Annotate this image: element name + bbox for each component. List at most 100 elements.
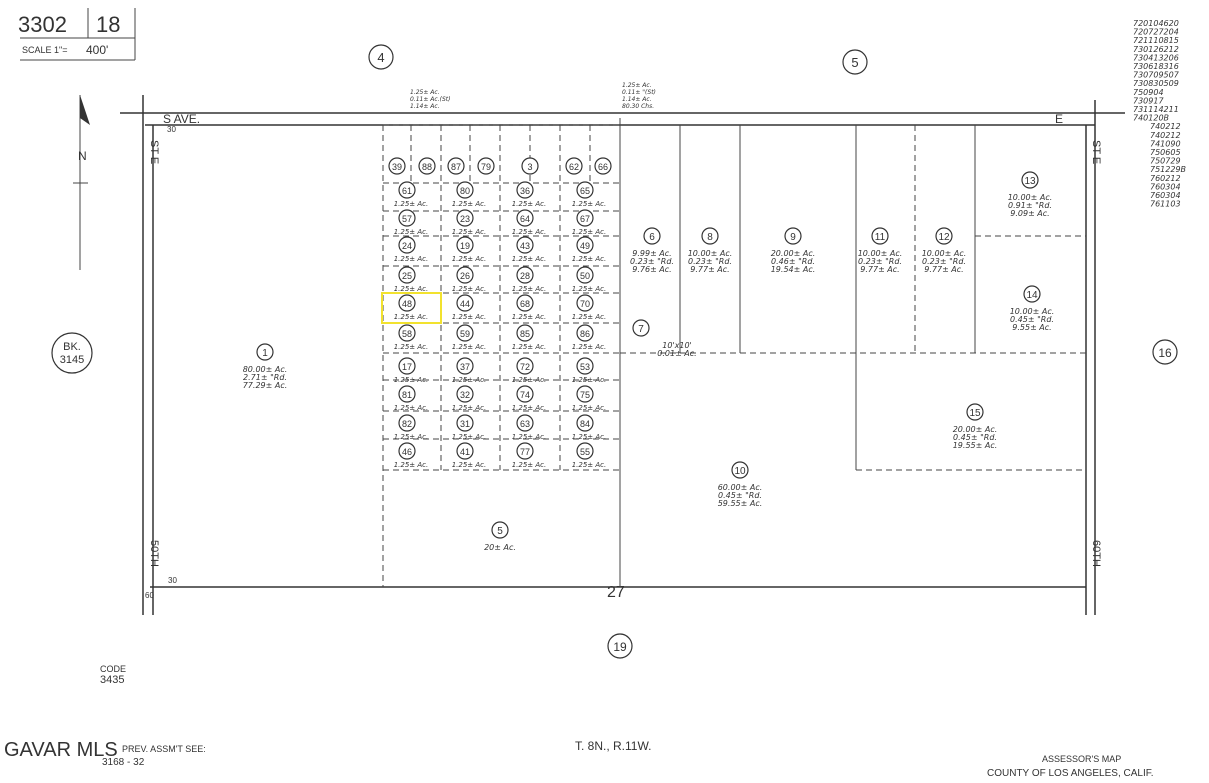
parcel-75[interactable]: 751.25± Ac.	[572, 385, 607, 412]
change-number: 730709507	[1133, 71, 1180, 80]
parcel-66[interactable]: 66	[594, 157, 612, 175]
parcel-46[interactable]: 461.25± Ac.	[394, 442, 429, 469]
parcel-80[interactable]: 801.25± Ac.	[452, 181, 487, 208]
assessor-county: COUNTY OF LOS ANGELES, CALIF.	[987, 768, 1154, 779]
parcel-8[interactable]: 810.00± Ac.0.23± "Rd.9.77± Ac.	[688, 227, 733, 274]
parcel-19[interactable]: 191.25± Ac.	[452, 236, 487, 263]
parcel-area-line: 20± Ac.	[484, 543, 516, 552]
parcel-9[interactable]: 920.00± Ac.0.46± "Rd.19.54± Ac.	[771, 227, 816, 274]
parcel-17[interactable]: 171.25± Ac.	[394, 357, 429, 384]
north-arrow-icon: N	[73, 95, 90, 270]
svg-text:BK.: BK.	[63, 341, 81, 353]
road-width-b: 60	[145, 591, 154, 600]
parcel-area-line: 19.54± Ac.	[771, 265, 816, 274]
parcel-area-line: 9.55± Ac.	[1012, 323, 1051, 332]
parcel-area: 1.25± Ac.	[452, 376, 487, 384]
parcel-57[interactable]: 571.25± Ac.	[394, 209, 429, 236]
parcel-28[interactable]: 281.25± Ac.	[512, 266, 547, 293]
parcel-area: 1.25± Ac.	[512, 461, 547, 469]
parcel-36[interactable]: 361.25± Ac.	[512, 181, 547, 208]
parcel-id: 81	[402, 390, 412, 400]
parcel-area: 1.25± Ac.	[512, 285, 547, 293]
parcel-85[interactable]: 851.25± Ac.	[512, 324, 547, 351]
parcel-6[interactable]: 69.99± Ac.0.23± "Rd.9.76± Ac.	[630, 227, 674, 274]
parcel-88[interactable]: 88	[418, 157, 436, 175]
parcel-area: 1.25± Ac.	[512, 228, 547, 236]
svg-text:N: N	[78, 149, 87, 163]
highlighted-parcel-box[interactable]	[381, 292, 442, 324]
parcel-62[interactable]: 62	[565, 157, 583, 175]
parcel-11[interactable]: 1110.00± Ac.0.23± "Rd.9.77± Ac.	[858, 227, 903, 274]
parcel-64[interactable]: 641.25± Ac.	[512, 209, 547, 236]
change-number: 740212	[1150, 131, 1181, 140]
parcel-48[interactable]: 481.25± Ac.	[394, 294, 429, 321]
parcel-id: 63	[520, 419, 530, 429]
parcel-7[interactable]: 710'x10'0.01± Ac.	[632, 319, 697, 358]
parcel-25[interactable]: 251.25± Ac.	[394, 266, 429, 293]
parcel-74[interactable]: 741.25± Ac.	[512, 385, 547, 412]
parcel-58[interactable]: 581.25± Ac.	[394, 324, 429, 351]
parcel-area-line: 20.00± Ac.	[771, 249, 816, 258]
top-note-right: 1.14± Ac.	[622, 96, 652, 103]
parcel-41[interactable]: 411.25± Ac.	[452, 442, 487, 469]
parcel-82[interactable]: 821.25± Ac.	[394, 414, 429, 441]
parcel-area: 1.25± Ac.	[452, 313, 487, 321]
parcel-79[interactable]: 79	[477, 157, 495, 175]
parcel-area: 1.25± Ac.	[452, 343, 487, 351]
change-number: 760212	[1150, 174, 1181, 183]
parcel-49[interactable]: 491.25± Ac.	[572, 236, 607, 263]
scale-prefix: SCALE 1"=	[22, 45, 67, 55]
change-number: 750605	[1150, 148, 1181, 157]
parcel-86[interactable]: 861.25± Ac.	[572, 324, 607, 351]
parcel-23[interactable]: 231.25± Ac.	[452, 209, 487, 236]
parcel-72[interactable]: 721.25± Ac.	[512, 357, 547, 384]
svg-text:5: 5	[851, 55, 858, 70]
parcel-70[interactable]: 701.25± Ac.	[572, 294, 607, 321]
top-note-left: 1.25± Ac.	[410, 89, 440, 96]
parcel-area: 1.25± Ac.	[512, 255, 547, 263]
top-note-left: 0.11± Ac.(St)	[410, 96, 450, 103]
parcel-31[interactable]: 311.25± Ac.	[452, 414, 487, 441]
parcel-50[interactable]: 501.25± Ac.	[572, 266, 607, 293]
parcel-26[interactable]: 261.25± Ac.	[452, 266, 487, 293]
parcel-32[interactable]: 321.25± Ac.	[452, 385, 487, 412]
parcel-53[interactable]: 531.25± Ac.	[572, 357, 607, 384]
parcel-65[interactable]: 651.25± Ac.	[572, 181, 607, 208]
parcel-1[interactable]: 180.00± Ac.2.71± "Rd.77.29± Ac.	[243, 343, 288, 390]
parcel-39[interactable]: 39	[388, 157, 406, 175]
parcel-77[interactable]: 771.25± Ac.	[512, 442, 547, 469]
parcel-id: 39	[392, 162, 402, 172]
top-note-right: 1.25± Ac.	[622, 82, 652, 89]
parcel-87[interactable]: 87	[447, 157, 465, 175]
parcel-81[interactable]: 811.25± Ac.	[394, 385, 429, 412]
parcel-area: 1.25± Ac.	[394, 228, 429, 236]
parcel-68[interactable]: 681.25± Ac.	[512, 294, 547, 321]
map-header: 3302 18 SCALE 1"= 400'	[18, 8, 136, 61]
parcel-area: 1.25± Ac.	[394, 433, 429, 441]
parcel-84[interactable]: 841.25± Ac.	[572, 414, 607, 441]
parcel-67[interactable]: 671.25± Ac.	[572, 209, 607, 236]
parcel-id: 46	[402, 447, 412, 457]
parcel-3[interactable]: 3	[521, 157, 539, 175]
parcel-id: 26	[460, 271, 470, 281]
parcel-43[interactable]: 431.25± Ac.	[512, 236, 547, 263]
parcel-area-line: 9.77± Ac.	[924, 265, 963, 274]
parcel-63[interactable]: 631.25± Ac.	[512, 414, 547, 441]
parcel-id: 62	[569, 162, 579, 172]
road-label-left: ST E	[148, 140, 160, 164]
parcel-area: 1.25± Ac.	[394, 313, 429, 321]
svg-text:4: 4	[377, 50, 384, 65]
parcel-59[interactable]: 591.25± Ac.	[452, 324, 487, 351]
parcel-61[interactable]: 611.25± Ac.	[394, 181, 429, 208]
parcel-44[interactable]: 441.25± Ac.	[452, 294, 487, 321]
parcel-37[interactable]: 371.25± Ac.	[452, 357, 487, 384]
parcel-24[interactable]: 241.25± Ac.	[394, 236, 429, 263]
parcel-55[interactable]: 551.25± Ac.	[572, 442, 607, 469]
change-number: 731114211	[1133, 105, 1179, 114]
parcel-5[interactable]: 520± Ac.	[484, 521, 516, 552]
